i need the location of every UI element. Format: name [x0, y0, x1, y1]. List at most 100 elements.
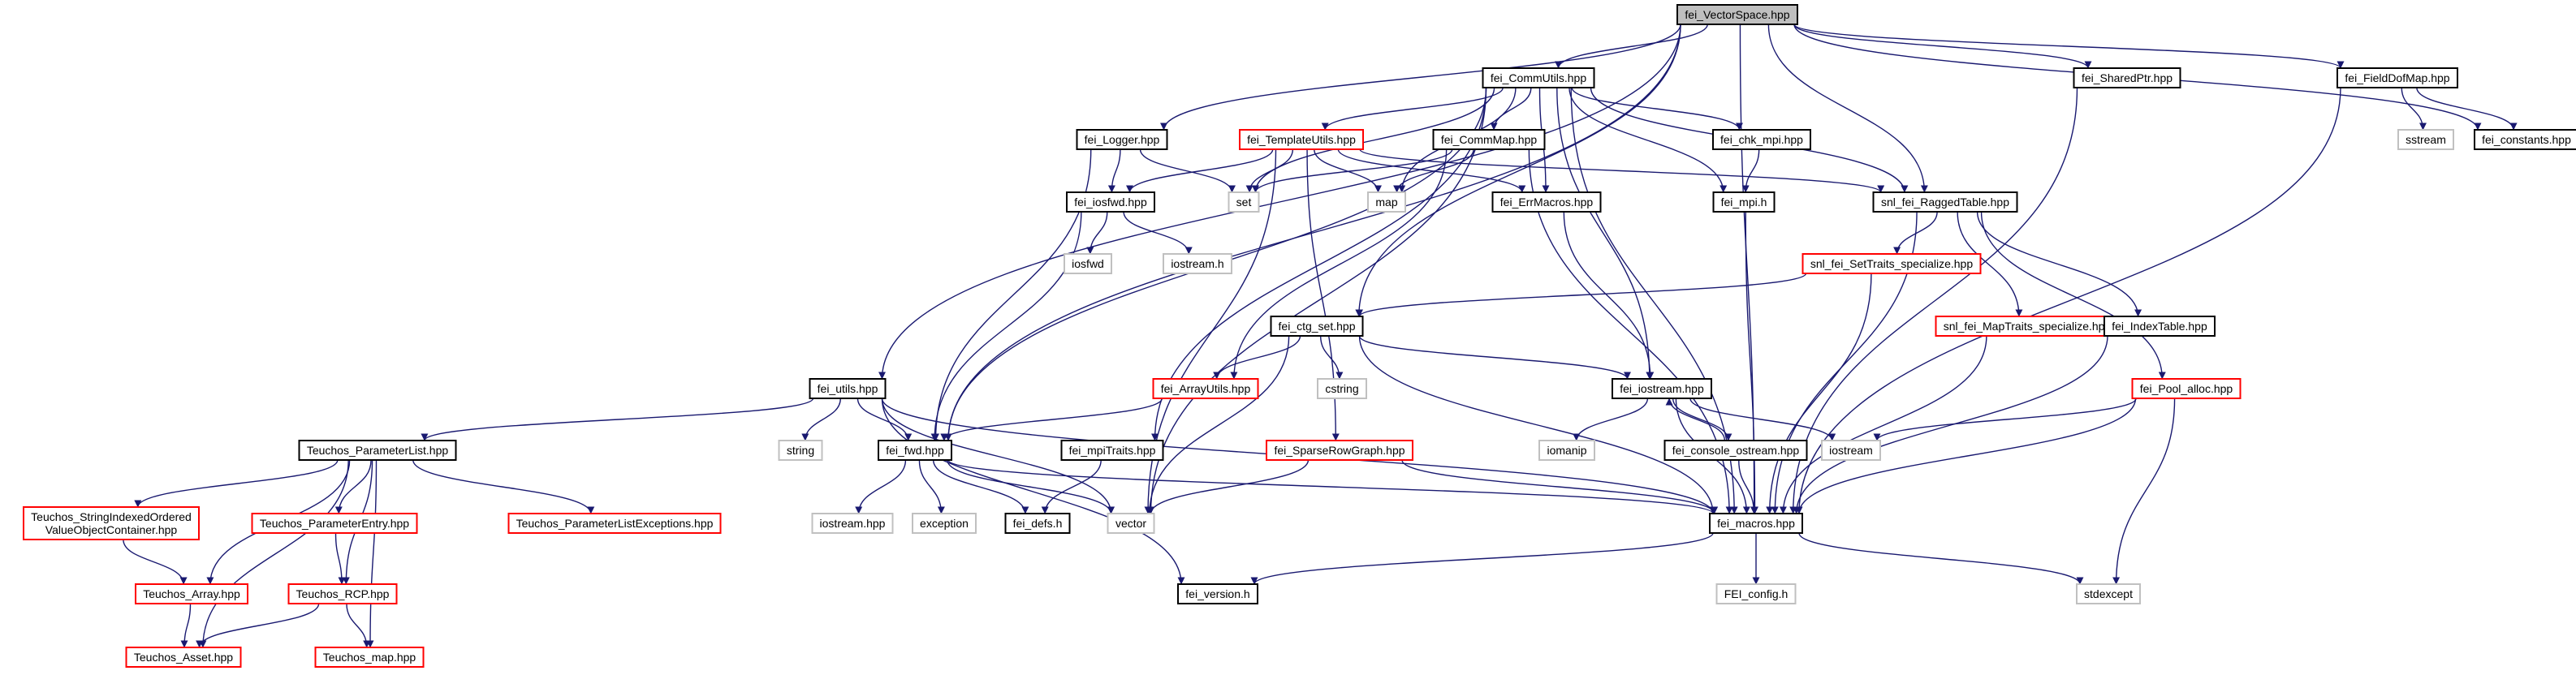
- node-fei-errmacros-hpp[interactable]: fei_ErrMacros.hpp: [1491, 191, 1602, 213]
- edge-commutils-to-vector: [1147, 87, 1487, 514]
- node-box: [2337, 67, 2458, 88]
- edge-line: [2112, 398, 2176, 585]
- edge-paramlist-to-tasset: [199, 459, 349, 648]
- edge-line: [1250, 532, 1714, 585]
- node-snl-fei-maptraits-specialize-hpp[interactable]: snl_fei_MapTraits_specialize.hpp: [1935, 316, 2120, 337]
- node-box: [23, 506, 200, 540]
- node-teuchos-parameterlistexceptions-hpp[interactable]: Teuchos_ParameterListExceptions.hpp: [507, 513, 722, 534]
- node-box: [1663, 440, 1808, 461]
- edge-line: [1789, 87, 2078, 514]
- edge-line: [180, 603, 192, 648]
- edge-commmap-to-map: [1393, 148, 1474, 193]
- edge-paramlist-to-stringindexed: [134, 459, 339, 508]
- node-box: [1712, 129, 1811, 150]
- edge-line: [1139, 148, 1236, 193]
- edge-line: [1160, 24, 1681, 131]
- edge-line: [947, 459, 1717, 514]
- node-box: [1482, 67, 1595, 88]
- node-iostream-hpp[interactable]: iostream.hpp: [811, 513, 894, 534]
- node-fei-commmap-hpp[interactable]: fei_CommMap.hpp: [1432, 129, 1546, 150]
- edge-line: [1314, 148, 1382, 193]
- node-box: [1538, 440, 1595, 461]
- node-set[interactable]: set: [1228, 191, 1260, 213]
- edge-line: [1980, 211, 2166, 380]
- node-iostream[interactable]: iostream: [1821, 440, 1881, 461]
- node-label: exception: [920, 517, 969, 530]
- node-fei-constants-hpp[interactable]: fei_constants.hpp: [2474, 129, 2576, 150]
- node-label: fei_utils.hpp: [818, 382, 878, 395]
- node-fei-indextable-hpp[interactable]: fei_IndexTable.hpp: [2104, 316, 2216, 337]
- node-box: [1612, 378, 1712, 399]
- node-fei-arrayutils-hpp[interactable]: fei_ArrayUtils.hpp: [1152, 378, 1259, 399]
- edge-line: [2401, 87, 2427, 131]
- node-iostream-h[interactable]: iostream.h: [1163, 253, 1232, 274]
- edge-fwd-to-iostreamhpp: [855, 459, 907, 514]
- node-iomanip[interactable]: iomanip: [1538, 440, 1595, 461]
- edge-root-to-fielddofmap: [1793, 24, 2345, 69]
- node-fei-sharedptr-hpp[interactable]: fei_SharedPtr.hpp: [2073, 67, 2181, 88]
- node-label: map: [1375, 196, 1397, 209]
- node-snl-fei-settraits-specialize-hpp[interactable]: snl_fei_SetTraits_specialize.hpp: [1801, 253, 1982, 274]
- node-label: fei_version.h: [1185, 587, 1249, 600]
- node-teuchos-map-hpp[interactable]: Teuchos_map.hpp: [314, 647, 425, 668]
- edge-fielddofmap-to-constants: [2416, 87, 2518, 131]
- edge-line: [947, 459, 1115, 514]
- edge-line: [1337, 148, 1526, 193]
- node-teuchos-array-hpp[interactable]: Teuchos_Array.hpp: [135, 583, 248, 604]
- node-map[interactable]: map: [1367, 191, 1406, 213]
- node-fei-macros-hpp[interactable]: fei_macros.hpp: [1709, 513, 1803, 534]
- edge-root-to-raggedtable: [1767, 24, 1928, 193]
- edge-line: [1793, 24, 2345, 69]
- edge-fielddofmap-to-macros: [1795, 87, 2341, 514]
- node-teuchos-parameterentry-hpp[interactable]: Teuchos_ParameterEntry.hpp: [251, 513, 418, 534]
- node-fei-templateutils-hpp[interactable]: fei_TemplateUtils.hpp: [1239, 129, 1364, 150]
- node-snl-fei-raggedtable-hpp[interactable]: snl_fei_RaggedTable.hpp: [1872, 191, 2018, 213]
- node-fei-defs-h[interactable]: fei_defs.h: [1004, 513, 1071, 534]
- node-fei-mpi-h[interactable]: fei_mpi.h: [1712, 191, 1776, 213]
- node-fei-iostream-hpp[interactable]: fei_iostream.hpp: [1612, 378, 1712, 399]
- node-fei-logger-hpp[interactable]: fei_Logger.hpp: [1076, 129, 1168, 150]
- node-fei-vectorspace-hpp[interactable]: fei_VectorSpace.hpp: [1676, 4, 1798, 25]
- node-box: [1715, 583, 1797, 604]
- node-fei-version-h[interactable]: fei_version.h: [1177, 583, 1258, 604]
- edge-sparserowgraph-to-macros: [1401, 459, 1719, 514]
- node-stdexcept[interactable]: stdexcept: [2076, 583, 2141, 604]
- edge-iosfwd_hpp-to-iostreamh: [1123, 211, 1193, 255]
- node-fei-mpitraits-hpp[interactable]: fei_mpiTraits.hpp: [1060, 440, 1164, 461]
- edge-tarray-to-tasset: [180, 603, 192, 648]
- node-fei-fielddofmap-hpp[interactable]: fei_FieldDofMap.hpp: [2337, 67, 2458, 88]
- node-iosfwd[interactable]: iosfwd: [1064, 253, 1112, 274]
- node-cstring[interactable]: cstring: [1317, 378, 1367, 399]
- edge-line: [421, 398, 814, 441]
- node-teuchos-stringindexedordered-valueobjectcontainer-hpp[interactable]: Teuchos_StringIndexedOrderedValueObjectC…: [23, 506, 200, 540]
- edge-line: [1123, 211, 1193, 255]
- node-string[interactable]: string: [778, 440, 823, 461]
- node-fei-config-h[interactable]: FEI_config.h: [1715, 583, 1797, 604]
- edge-line: [1321, 87, 1504, 131]
- edge-line: [1147, 87, 1487, 514]
- node-teuchos-rcp-hpp[interactable]: Teuchos_RCP.hpp: [287, 583, 398, 604]
- edge-paramlist-to-paramentry: [334, 459, 372, 514]
- edge-line: [1689, 398, 1836, 441]
- node-fei-sparserowgraph-hpp[interactable]: fei_SparseRowGraph.hpp: [1266, 440, 1413, 461]
- node-vector[interactable]: vector: [1107, 513, 1155, 534]
- node-box: [314, 647, 425, 668]
- edge-line: [1358, 335, 1631, 380]
- node-teuchos-asset-hpp[interactable]: Teuchos_Asset.hpp: [125, 647, 242, 668]
- node-fei-iosfwd-hpp[interactable]: fei_iosfwd.hpp: [1066, 191, 1155, 213]
- node-teuchos-parameterlist-hpp[interactable]: Teuchos_ParameterList.hpp: [298, 440, 457, 461]
- edge-sparserowgraph-to-vector: [1147, 459, 1310, 514]
- edge-line: [1665, 398, 1726, 441]
- node-fei-fwd-hpp[interactable]: fei_fwd.hpp: [878, 440, 952, 461]
- node-fei-chk-mpi-hpp[interactable]: fei_chk_mpi.hpp: [1712, 129, 1811, 150]
- node-fei-console-ostream-hpp[interactable]: fei_console_ostream.hpp: [1663, 440, 1808, 461]
- node-fei-commutils-hpp[interactable]: fei_CommUtils.hpp: [1482, 67, 1595, 88]
- edge-commmap-to-set: [1252, 148, 1453, 193]
- node-sstream[interactable]: sstream: [2397, 129, 2454, 150]
- node-fei-utils-hpp[interactable]: fei_utils.hpp: [809, 378, 887, 399]
- node-fei-pool-alloc-hpp[interactable]: fei_Pool_alloc.hpp: [2131, 378, 2242, 399]
- node-label: vector: [1115, 517, 1146, 530]
- node-exception[interactable]: exception: [912, 513, 977, 534]
- edge-line: [1573, 398, 1649, 441]
- node-fei-ctg-set-hpp[interactable]: fei_ctg_set.hpp: [1270, 316, 1364, 337]
